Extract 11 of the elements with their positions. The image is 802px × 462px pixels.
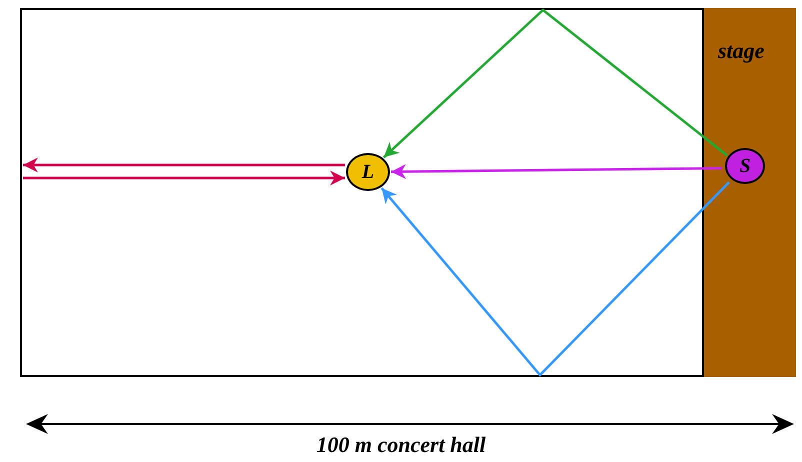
sound-path-arrow — [390, 164, 722, 180]
sound-path-arrow — [23, 170, 345, 186]
stage-area — [702, 8, 796, 377]
stage-label: stage — [718, 38, 764, 64]
hall-length-label: 100 m concert hall — [315, 432, 487, 458]
source-circle: S — [725, 148, 765, 184]
concert-hall-outline — [20, 8, 796, 377]
sound-path-arrow — [382, 8, 728, 158]
listener-circle: L — [346, 153, 390, 191]
sound-path-arrow — [23, 158, 345, 172]
sound-path-arrow — [380, 181, 730, 377]
